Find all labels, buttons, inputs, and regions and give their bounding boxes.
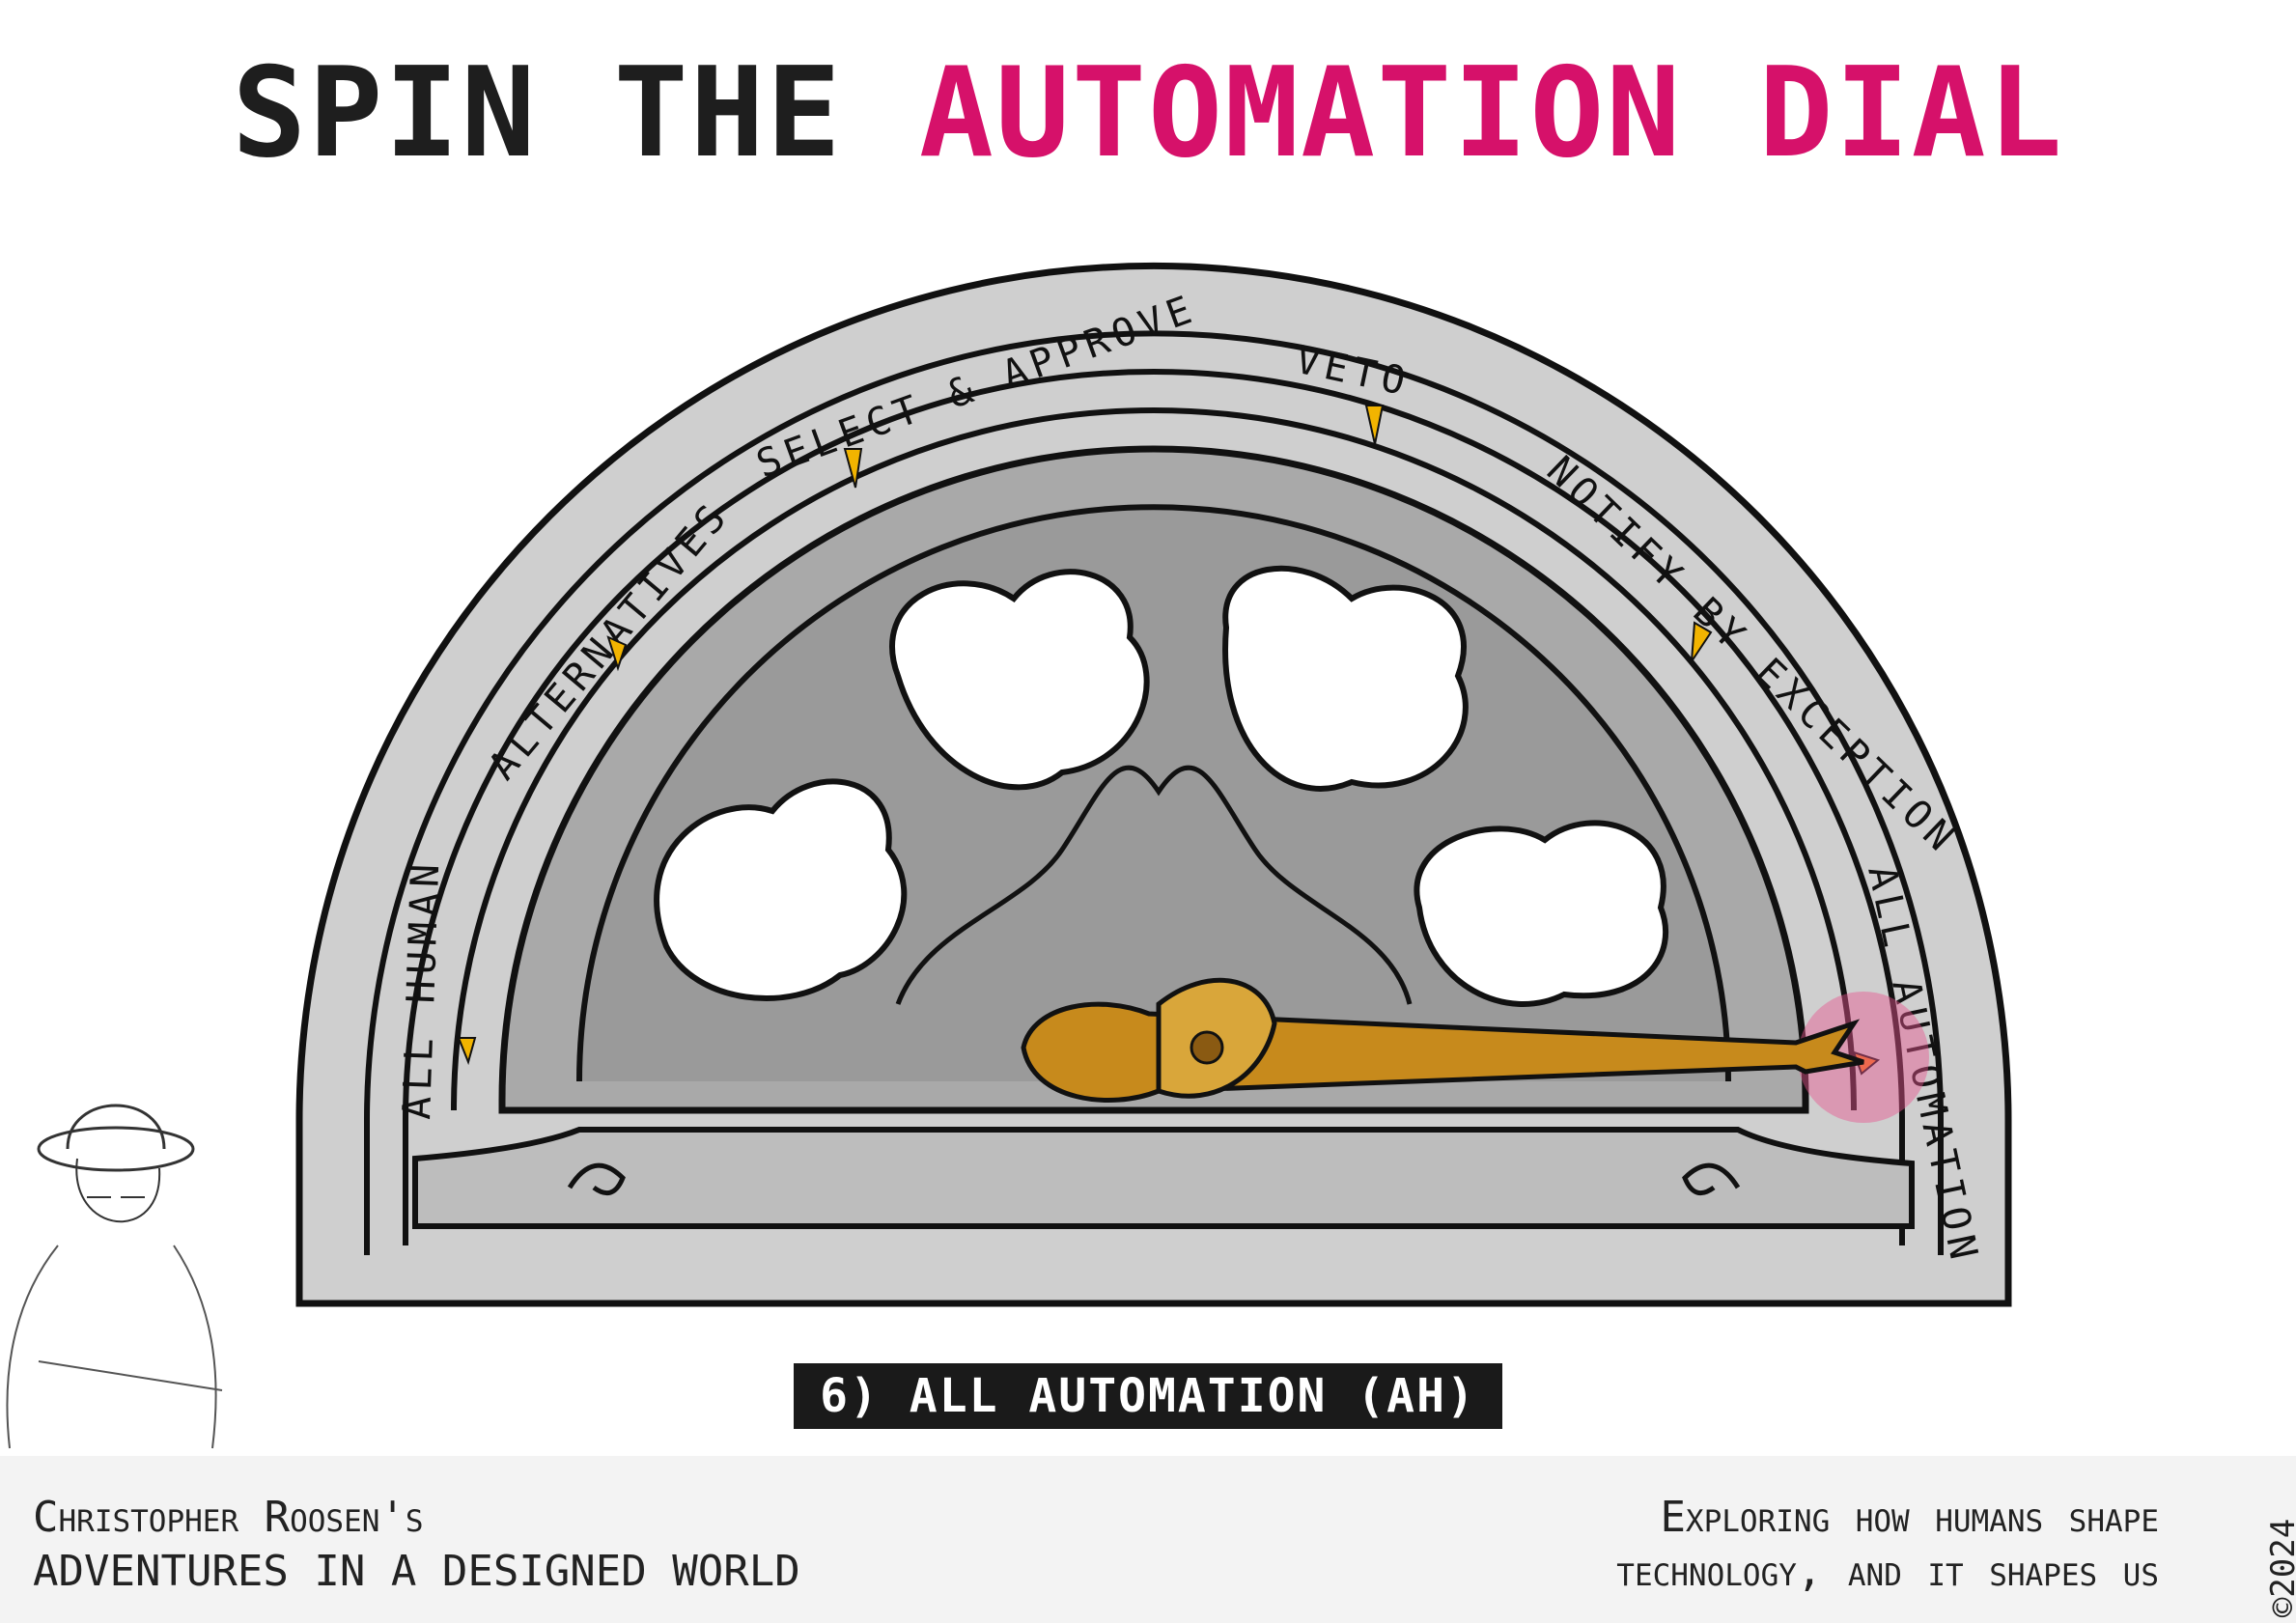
dial-ring-2 [403, 369, 1905, 1245]
dial-lobe-3 [1222, 565, 1469, 792]
footer-left: Christopher Roosen's ADVENTURES IN A DES… [33, 1491, 800, 1599]
dial-lobe-1 [654, 778, 908, 1001]
dial-lobe-4 [1414, 820, 1668, 1007]
dial-acanthus [895, 765, 1413, 1005]
tick-marker-3 [843, 448, 863, 489]
tick-marker-1 [457, 1037, 477, 1066]
page-title: SPIN THE AUTOMATION DIAL [0, 45, 2296, 182]
dial-base-scroll-left [567, 1162, 626, 1196]
footer-right: Exploring how humans shape technology, a… [1616, 1491, 2159, 1599]
footer-tagline-2: technology, and it shapes us [1616, 1547, 2159, 1596]
footer-author: Christopher Roosen's [33, 1493, 424, 1542]
footer-tagline-1: Exploring how humans shape [1660, 1493, 2159, 1542]
level-label-all-human: ALL HUMAN [395, 857, 448, 1120]
dial-base-bar [412, 1127, 1915, 1229]
footer-series: ADVENTURES IN A DESIGNED WORLD [33, 1547, 800, 1596]
copyright: ©2024 [2264, 1518, 2296, 1618]
automation-dial: ALL HUMAN ALTERNATIVES SELECT & APPROVE … [295, 262, 2012, 1307]
footer: Christopher Roosen's ADVENTURES IN A DES… [0, 1456, 2296, 1623]
tick-marker-5 [1690, 621, 1713, 665]
tick-marker-2 [606, 635, 628, 672]
dial-needle [1021, 977, 1864, 1103]
dial-lobe-2 [889, 569, 1150, 791]
dial-ring-3 [451, 407, 1857, 1111]
author-portrait-sketch [6, 1104, 223, 1449]
title-part-2: AUTOMATION DIAL [918, 42, 2064, 185]
title-part-1: SPIN THE [232, 42, 919, 185]
selected-level-badge: 6) ALL AUTOMATION (AH) [794, 1363, 1502, 1429]
selected-level-highlight [1798, 992, 1929, 1123]
dial-base-scroll-right [1682, 1162, 1741, 1196]
dial-ring-1 [364, 330, 1944, 1255]
tick-marker-4 [1364, 405, 1385, 445]
